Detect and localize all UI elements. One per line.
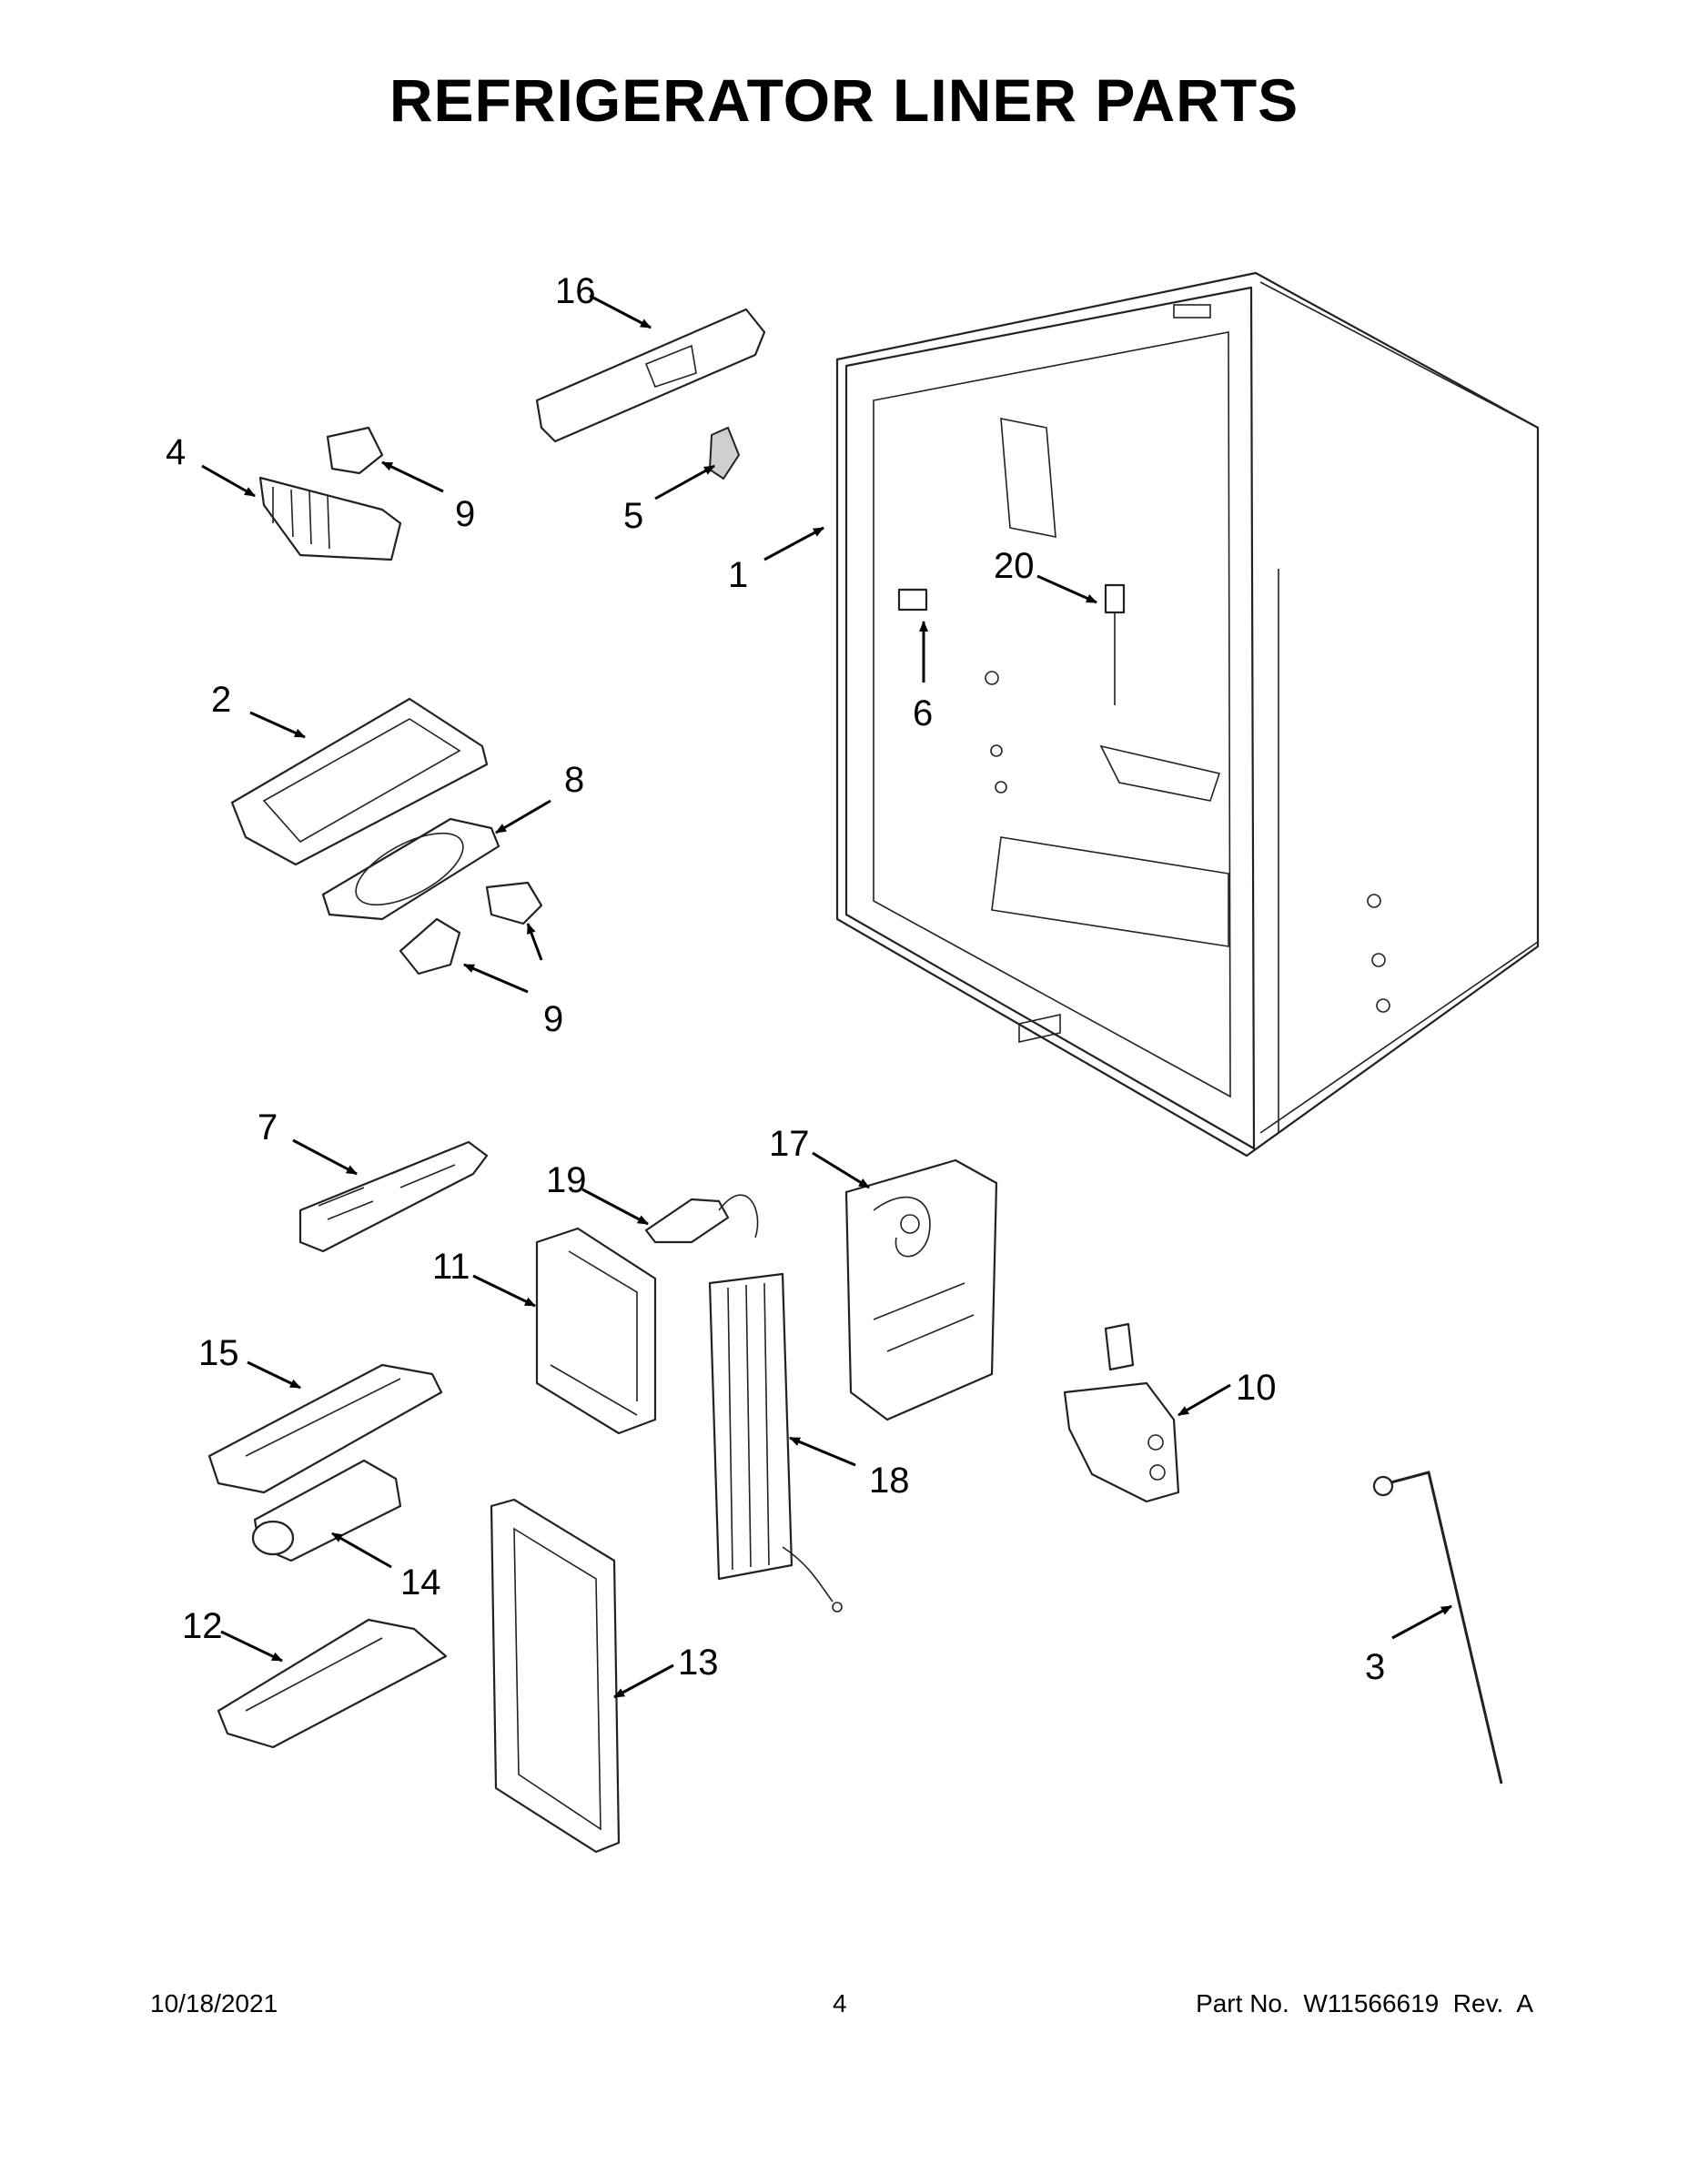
part-20-sensor (1104, 583, 1126, 705)
part-8 (321, 817, 500, 921)
callout-16: 16 (555, 271, 596, 311)
callout-9-bottom: 9 (543, 999, 563, 1039)
callout-15: 15 (198, 1333, 239, 1373)
part-19 (644, 1194, 759, 1244)
part-6 (897, 588, 928, 612)
deflector-part (535, 308, 766, 443)
leader-arrows (201, 294, 1452, 1699)
callout-17: 17 (769, 1124, 810, 1164)
callout-4: 4 (166, 432, 186, 472)
callout-12: 12 (182, 1606, 223, 1646)
part-7 (298, 1140, 489, 1253)
footer-part-number: Part No. W11566619 Rev. A (1196, 1989, 1533, 2017)
part-9-bottom-b (485, 881, 543, 925)
callout-1: 1 (728, 555, 748, 595)
page-title: REFRIGERATOR LINER PARTS (389, 66, 1299, 134)
callout-20: 20 (994, 546, 1035, 586)
part-3-tube (1372, 1471, 1503, 1785)
part-17 (844, 1158, 998, 1421)
callout-9-top: 9 (455, 494, 475, 534)
part-14-filter (251, 1459, 402, 1562)
callout-7: 7 (258, 1107, 278, 1148)
callout-19: 19 (546, 1160, 587, 1200)
callout-2: 2 (211, 680, 231, 720)
part-5 (708, 426, 741, 480)
callout-3: 3 (1365, 1647, 1385, 1687)
part-18-evaporator (708, 1272, 843, 1613)
callout-6: 6 (913, 693, 933, 733)
callout-10: 10 (1236, 1368, 1277, 1408)
part-15 (207, 1363, 443, 1494)
part-4 (258, 476, 402, 561)
part-9-bottom-a (399, 917, 461, 976)
footer-date: 10/18/2021 (150, 1989, 278, 2017)
footer-page-number: 4 (833, 1989, 847, 2017)
part-9-top (326, 426, 384, 475)
callout-14: 14 (400, 1562, 441, 1603)
callout-8: 8 (564, 760, 584, 800)
part-10-water-valve (1063, 1322, 1180, 1503)
part-13 (490, 1498, 621, 1854)
part-11 (535, 1227, 657, 1435)
liner-part (835, 271, 1540, 1158)
part-12 (217, 1618, 448, 1749)
callout-18: 18 (869, 1461, 910, 1501)
part-2 (230, 697, 489, 866)
callout-13: 13 (678, 1643, 719, 1683)
callout-5: 5 (623, 496, 643, 536)
callout-11: 11 (432, 1247, 470, 1287)
